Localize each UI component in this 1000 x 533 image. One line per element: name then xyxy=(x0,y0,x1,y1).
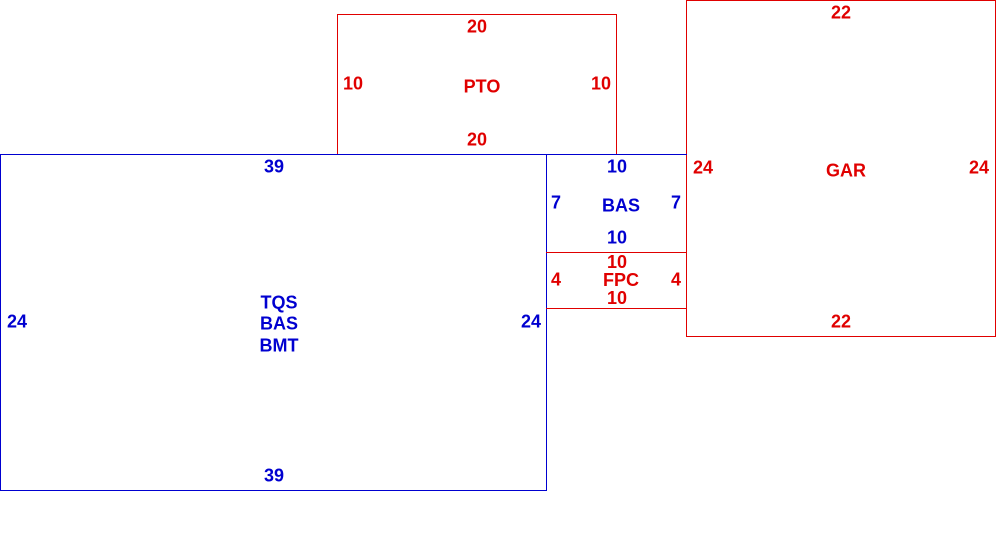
bas-bottom-dim: 10 xyxy=(606,227,628,248)
bas-top-dim: 10 xyxy=(606,156,628,177)
bas-box xyxy=(546,154,687,253)
pto-label: PTO xyxy=(463,76,501,97)
gar-right-dim: 24 xyxy=(968,157,990,178)
tqs-box xyxy=(0,154,547,491)
tqs-right-dim: 24 xyxy=(520,311,542,332)
bas-right-dim: 7 xyxy=(670,192,682,213)
pto-top-dim: 20 xyxy=(466,16,488,37)
gar-label: GAR xyxy=(826,160,866,181)
bas-left-dim: 7 xyxy=(550,192,562,213)
tqs-label-2: BAS xyxy=(259,313,299,334)
fpc-right-dim: 4 xyxy=(670,269,682,290)
gar-left-dim: 24 xyxy=(692,157,714,178)
pto-right-dim: 10 xyxy=(590,73,612,94)
gar-bottom-dim: 22 xyxy=(830,311,852,332)
fpc-top-dim: 10 xyxy=(606,252,628,272)
fpc-box xyxy=(546,252,687,309)
tqs-left-dim: 24 xyxy=(6,311,28,332)
tqs-label-3: BMT xyxy=(259,335,299,356)
tqs-top-dim: 39 xyxy=(263,156,285,177)
tqs-bottom-dim: 39 xyxy=(263,465,285,486)
pto-left-dim: 10 xyxy=(342,73,364,94)
fpc-label: FPC xyxy=(603,270,639,290)
pto-bottom-dim: 20 xyxy=(466,129,488,150)
bas-label: BAS xyxy=(601,195,641,216)
fpc-left-dim: 4 xyxy=(550,269,562,290)
gar-box xyxy=(686,0,996,337)
gar-top-dim: 22 xyxy=(830,2,852,23)
tqs-label-1: TQS xyxy=(260,292,298,313)
fpc-bottom-dim: 10 xyxy=(606,288,628,308)
